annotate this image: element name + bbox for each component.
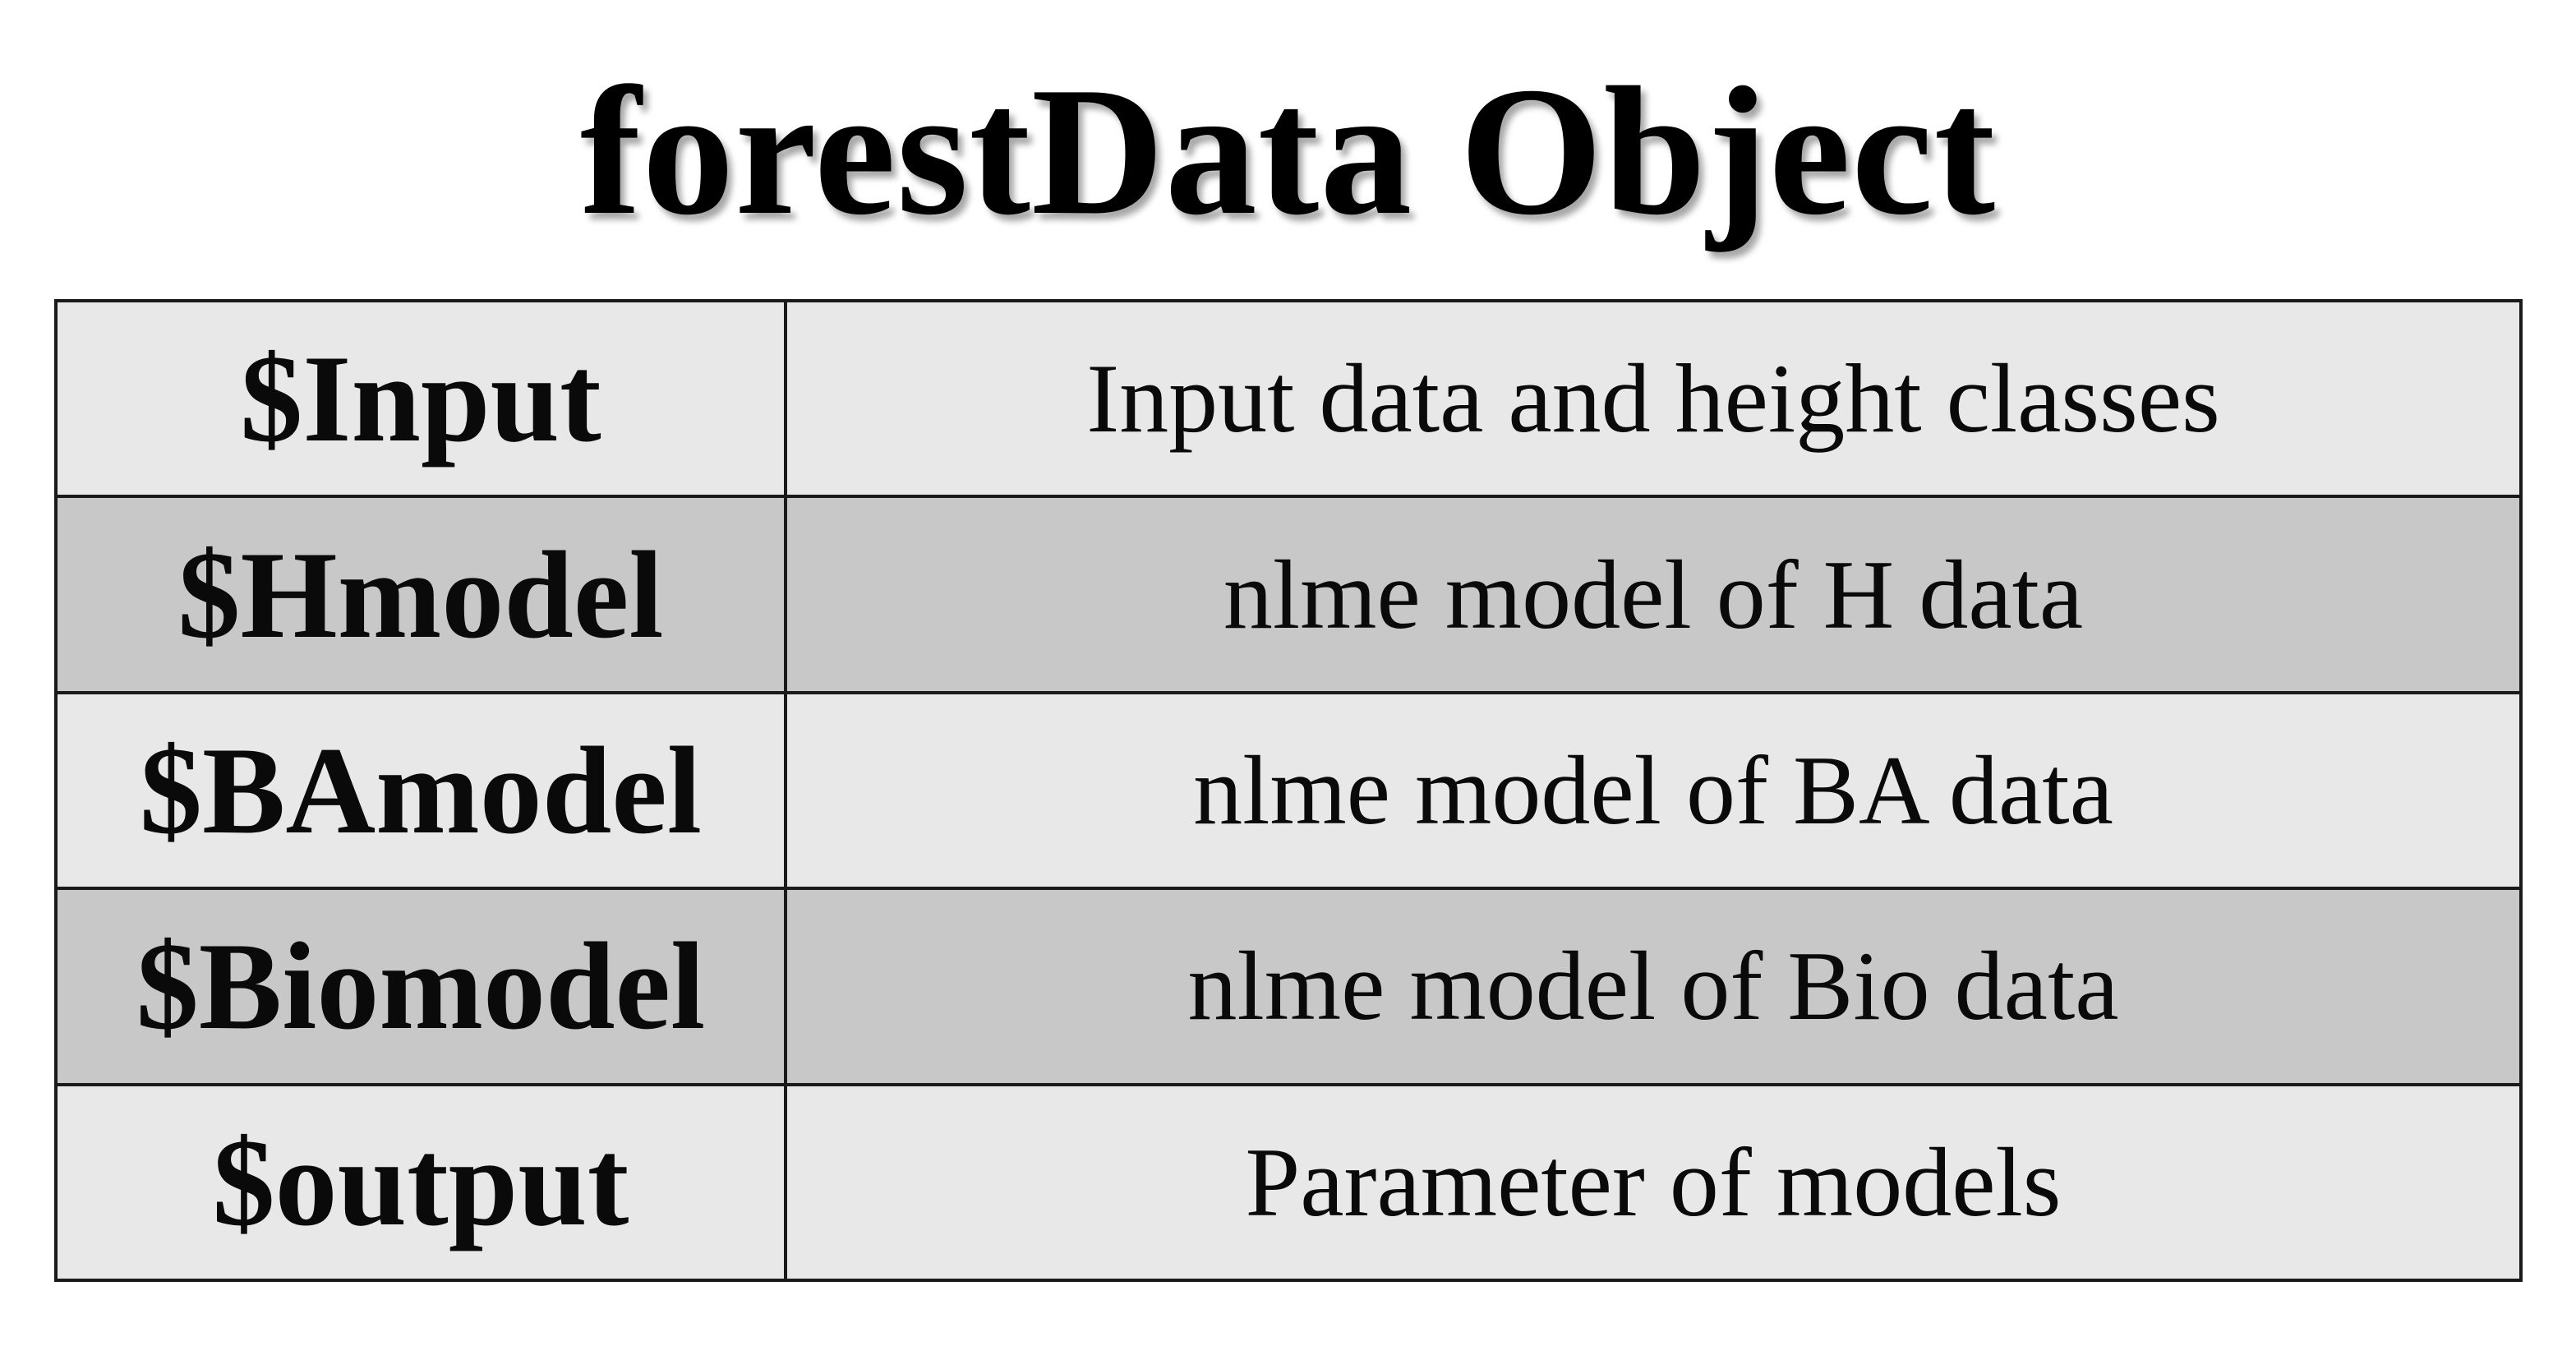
row-description: nlme model of H data <box>1223 539 2084 649</box>
structure-table: $Input Input data and height classes $Hm… <box>54 299 2523 1282</box>
row-description: nlme model of Bio data <box>1187 931 2119 1041</box>
row-key: $output <box>58 1086 787 1279</box>
table-row: $Input Input data and height classes <box>58 302 2519 499</box>
row-key: $Hmodel <box>58 498 787 691</box>
row-key: $Input <box>58 302 787 496</box>
row-description: Input data and height classes <box>1086 343 2220 454</box>
table-row: $output Parameter of models <box>58 1086 2519 1279</box>
row-description: Parameter of models <box>1245 1127 2062 1237</box>
table-row: $BAmodel nlme model of BA data <box>58 694 2519 891</box>
table-row: $Hmodel nlme model of H data <box>58 498 2519 694</box>
row-key: $Biomodel <box>58 890 787 1083</box>
row-description: nlme model of BA data <box>1193 735 2113 846</box>
table-row: $Biomodel nlme model of Bio data <box>58 890 2519 1086</box>
page-title: forestData Object <box>579 49 1997 253</box>
row-key: $BAmodel <box>58 694 787 887</box>
